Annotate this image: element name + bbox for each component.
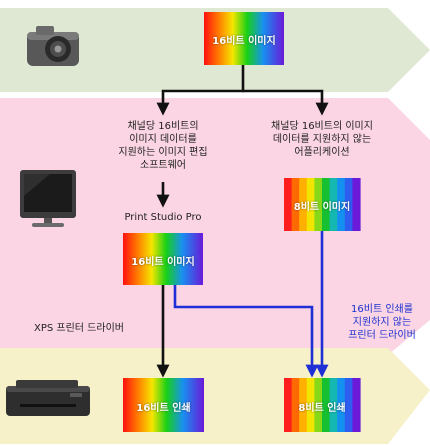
right-desc-line: 채널당 16비트의 이미지 — [271, 121, 373, 132]
left-software-description: 채널당 16비트의 이미지 데이터를 지원하는 이미지 편집 소프트웨어 — [103, 120, 223, 172]
color-band — [306, 378, 315, 432]
color-band — [306, 178, 315, 231]
left-desc-line: 채널당 16비트의 — [127, 121, 199, 132]
color-band — [322, 178, 331, 231]
right-print-label: 8비트 인쇄 — [298, 403, 346, 414]
xps-driver-label: XPS 프린터 드라이버 — [34, 323, 124, 334]
color-band — [299, 178, 308, 231]
monitor-icon — [20, 170, 76, 227]
unsupported-driver-label: 16비트 인쇄를 지원하지 않는 프린터 드라이버 — [334, 303, 430, 342]
right-app-description: 채널당 16비트의 이미지 데이터를 지원하지 않는 어플리케이션 — [252, 120, 392, 159]
color-band — [337, 378, 346, 432]
color-band — [329, 178, 338, 231]
color-band — [291, 178, 300, 231]
arrow-16bit-to-8bit-print — [173, 285, 319, 378]
color-band — [344, 378, 353, 432]
left-desc-line: 이미지 데이터를 — [129, 134, 197, 145]
arrow-to-right-branch — [243, 89, 329, 116]
camera-icon — [27, 26, 79, 66]
color-band — [299, 378, 308, 432]
left-desc-line: 소프트웨어 — [140, 160, 186, 171]
color-band — [284, 178, 293, 231]
right-desc-line: 어플리케이션 — [294, 147, 350, 158]
driver-line: 프린터 드라이버 — [348, 330, 416, 341]
driver-line: 지원하지 않는 — [352, 317, 412, 328]
app-name-label: Print Studio Pro — [124, 212, 202, 223]
right-8bit-print — [284, 378, 361, 432]
color-band — [314, 378, 323, 432]
color-band — [337, 178, 346, 231]
color-band — [284, 378, 293, 432]
color-band — [322, 378, 331, 432]
source-16bit-image — [204, 12, 284, 65]
source-image-label: 16비트 이미지 — [212, 36, 276, 47]
printer-icon — [6, 380, 90, 416]
color-band — [352, 378, 361, 432]
right-desc-line: 데이터를 지원하지 않는 — [272, 134, 372, 145]
arrow-to-left-branch — [156, 65, 245, 116]
left-image-label: 16비트 이미지 — [131, 257, 195, 268]
driver-line: 16비트 인쇄를 — [351, 304, 413, 315]
right-8bit-image — [284, 178, 361, 231]
left-print-label: 16비트 인쇄 — [136, 403, 191, 414]
left-16bit-print — [123, 378, 204, 432]
right-image-label: 8비트 이미지 — [293, 202, 351, 213]
color-band — [352, 178, 361, 231]
left-16bit-image — [123, 233, 203, 285]
color-band — [344, 178, 353, 231]
left-desc-line: 지원하는 이미지 편집 — [118, 147, 208, 158]
color-band — [291, 378, 300, 432]
color-band — [329, 378, 338, 432]
color-band — [314, 178, 323, 231]
